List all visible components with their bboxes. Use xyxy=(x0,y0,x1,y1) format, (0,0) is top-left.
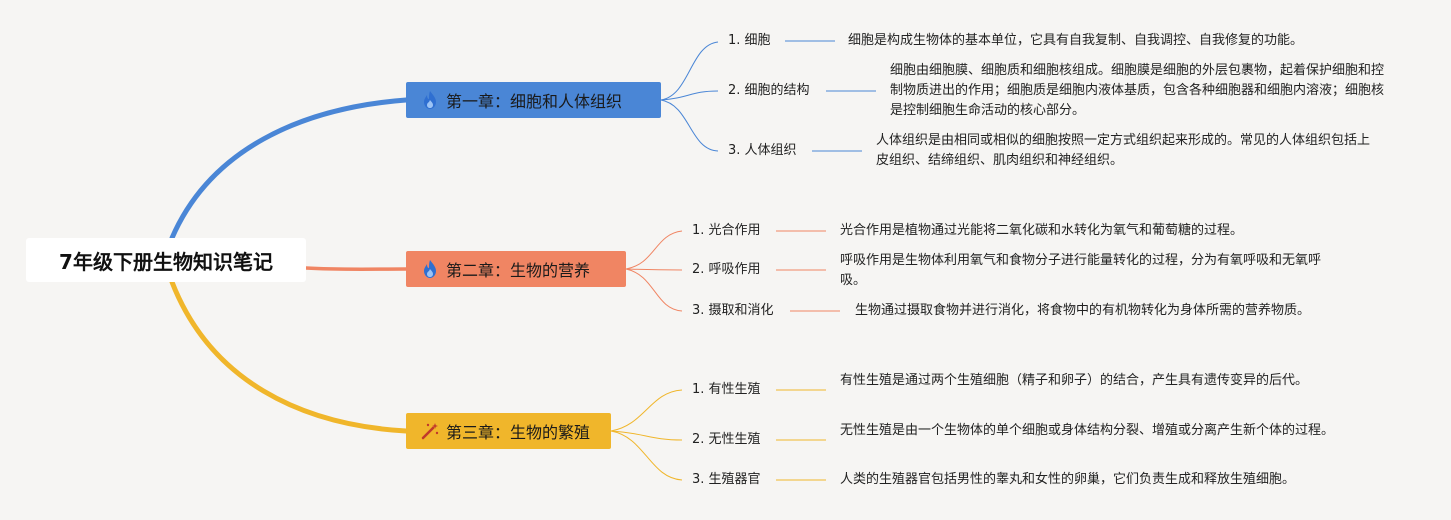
topic-desc-3-2: 无性生殖是由一个生物体的单个细胞或身体结构分裂、增殖或分离产生新个体的过程。 xyxy=(840,423,1335,438)
topic-label-2-3[interactable]: 3. 摄取和消化 xyxy=(692,303,774,318)
branch-line-chapter-3 xyxy=(169,279,409,434)
branch-line-chapter-1 xyxy=(169,97,409,241)
sub-line-1-2 xyxy=(660,90,719,101)
topic-desc-3-1: 有性生殖是通过两个生殖细胞（精子和卵子）的结合，产生具有遗传变异的后代。 xyxy=(840,373,1309,388)
sub-line-2-1 xyxy=(625,230,683,270)
topic-desc-1-2: 细胞由细胞膜、细胞质和细胞核组成。细胞膜是细胞的外层包裹物，起着保护细胞和控制物… xyxy=(890,63,1385,118)
fire-icon xyxy=(420,90,440,110)
topic-label-1-2[interactable]: 2. 细胞的结构 xyxy=(728,83,810,98)
topic-label-3-2[interactable]: 2. 无性生殖 xyxy=(692,432,761,447)
root-title: 7年级下册生物知识笔记 xyxy=(59,249,273,274)
topic-desc-2-3: 生物通过摄取食物并进行消化，将食物中的有机物转化为身体所需的营养物质。 xyxy=(855,303,1311,318)
chapter-title-2: 第二章：生物的营养 xyxy=(446,261,591,280)
sub-line-1-1 xyxy=(660,41,719,101)
branch-line-chapter-2 xyxy=(304,266,408,271)
chapter-node-2[interactable]: 第二章：生物的营养 xyxy=(406,251,626,287)
topic-desc-1-3: 人体组织是由相同或相似的细胞按照一定方式组织起来形成的。常见的人体组织包括上皮组… xyxy=(876,133,1371,168)
topic-desc-1-1: 细胞是构成生物体的基本单位，它具有自我复制、自我调控、自我修复的功能。 xyxy=(848,33,1304,48)
sub-line-3-1 xyxy=(610,389,683,432)
chapter-node-3[interactable]: 第三章：生物的繁殖 xyxy=(406,413,611,449)
sub-line-1-3 xyxy=(660,99,719,152)
topic-label-2-2[interactable]: 2. 呼吸作用 xyxy=(692,262,761,277)
sub-line-2-2 xyxy=(625,268,683,271)
topic-desc-3-3: 人类的生殖器官包括男性的睾丸和女性的卵巢，它们负责生成和释放生殖细胞。 xyxy=(840,472,1296,487)
chapter-title-1: 第一章：细胞和人体组织 xyxy=(446,92,623,111)
chapter-title-3: 第三章：生物的繁殖 xyxy=(446,423,591,442)
fire-icon xyxy=(420,259,440,279)
topic-desc-2-2: 呼吸作用是生物体利用氧气和食物分子进行能量转化的过程，分为有氧呼吸和无氧呼吸。 xyxy=(840,253,1322,288)
topic-desc-2-1: 光合作用是植物通过光能将二氧化碳和水转化为氧气和葡萄糖的过程。 xyxy=(840,223,1244,238)
topic-label-1-3[interactable]: 3. 人体组织 xyxy=(728,143,797,158)
sub-line-3-2 xyxy=(610,430,683,441)
sub-line-3-3 xyxy=(610,430,683,481)
topic-label-3-1[interactable]: 1. 有性生殖 xyxy=(692,382,761,397)
magic-wand-icon xyxy=(420,421,440,441)
sub-line-2-3 xyxy=(625,268,683,312)
topic-label-2-1[interactable]: 1. 光合作用 xyxy=(692,223,761,238)
chapter-node-1[interactable]: 第一章：细胞和人体组织 xyxy=(406,82,661,118)
root-node[interactable]: 7年级下册生物知识笔记 xyxy=(26,238,306,282)
topic-label-3-3[interactable]: 3. 生殖器官 xyxy=(692,472,761,487)
topic-label-1-1[interactable]: 1. 细胞 xyxy=(728,33,771,48)
